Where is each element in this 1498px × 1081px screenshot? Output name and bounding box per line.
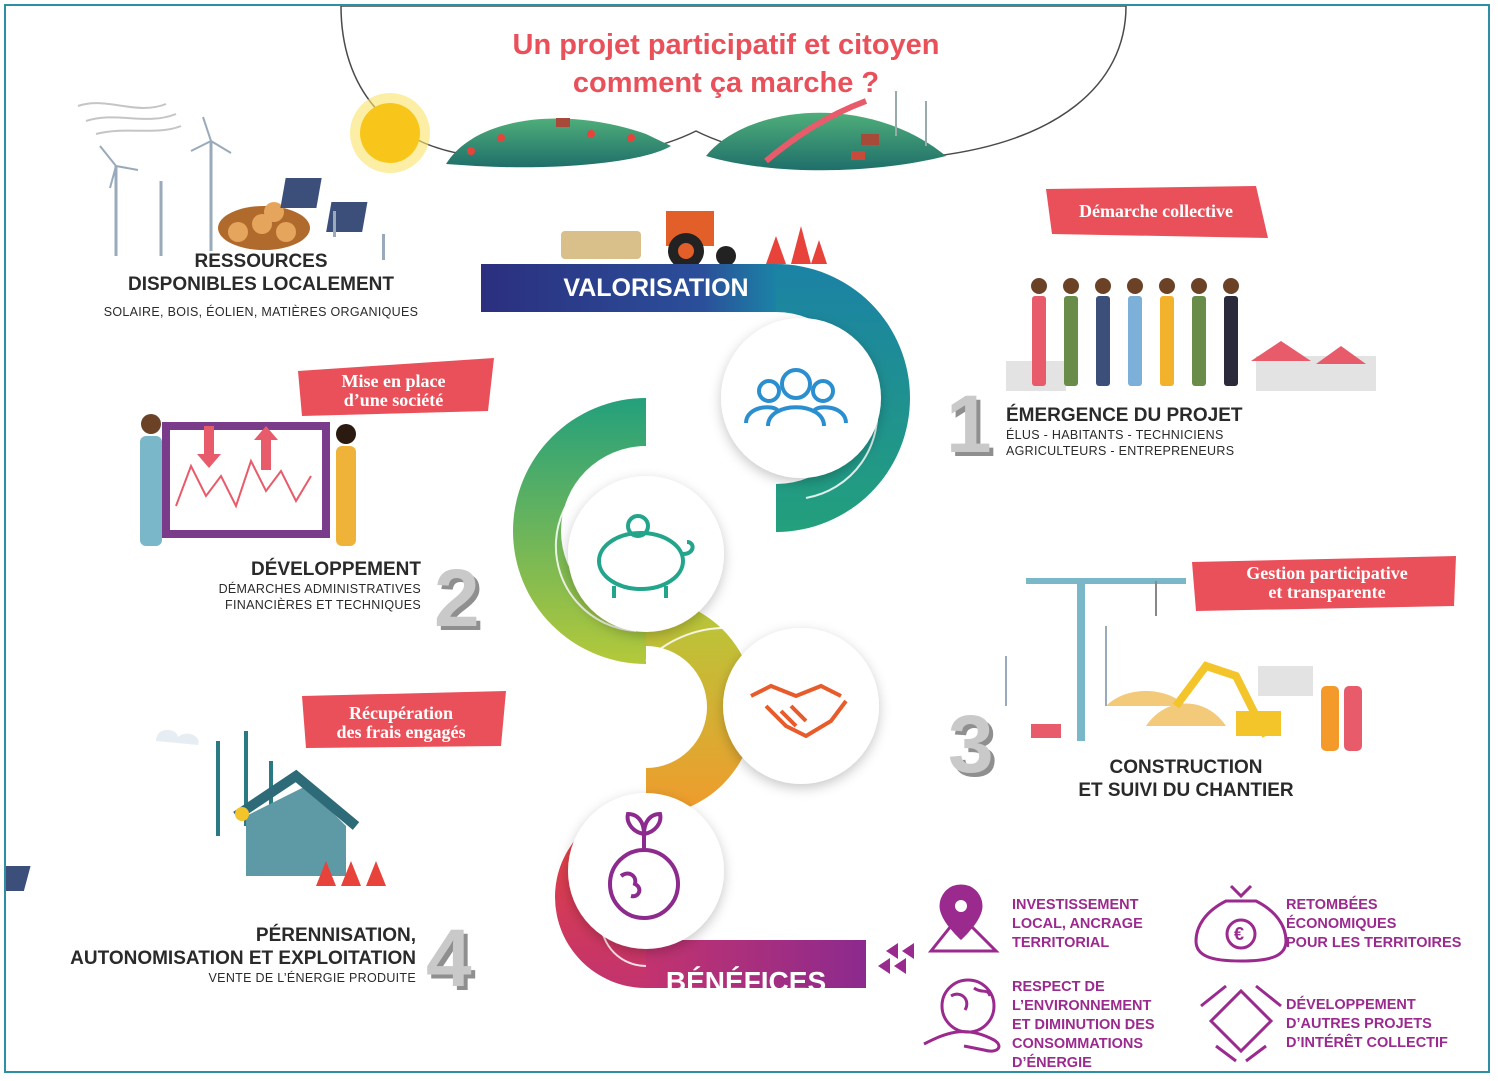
planet-sprout-icon xyxy=(608,811,680,920)
step4-tag: Récupération des frais engagés xyxy=(306,704,496,742)
sun-icon xyxy=(350,93,430,173)
resources-block: RESSOURCES DISPONIBLES LOCALEMENT SOLAIR… xyxy=(86,250,436,320)
title-line2: comment ça marche ? xyxy=(572,67,880,99)
step1-title: ÉMERGENCE DU PROJET xyxy=(1006,405,1243,426)
step1-number: 1 xyxy=(946,379,992,470)
step4-circle xyxy=(568,793,724,949)
step3-title-line2: ET SUIVI DU CHANTIER xyxy=(1078,780,1294,801)
tag-banners xyxy=(298,186,1456,748)
development-illustration xyxy=(140,414,356,546)
step2-tag-line1: Mise en place xyxy=(341,371,446,391)
benefit2-line3: POUR LES TERRITOIRES xyxy=(1286,935,1462,951)
benefit2-line2: ÉCONOMIQUES xyxy=(1286,916,1397,932)
stacked-hands-icon xyxy=(1200,984,1282,1063)
step3-title-line1: CONSTRUCTION xyxy=(1109,757,1263,778)
exploitation-illustration xyxy=(6,729,386,891)
step4-tag-line1: Récupération xyxy=(349,703,453,723)
step2-circle xyxy=(568,476,724,632)
benefit2-line1: RETOMBÉES xyxy=(1286,897,1378,913)
benefices-label: BÉNÉFICES xyxy=(665,966,827,997)
benefit4-line2: D’AUTRES PROJETS xyxy=(1286,1016,1432,1032)
svg-text:€: € xyxy=(1234,924,1244,944)
benefit-other-projects: DÉVELOPPEMENT D’AUTRES PROJETS D’INTÉRÊT… xyxy=(1286,996,1448,1053)
benefit3-line1: RESPECT DE xyxy=(1012,979,1105,995)
people-illustration xyxy=(1006,278,1376,391)
resources-title-line2: DISPONIBLES LOCALEMENT xyxy=(127,274,394,295)
step1-tag: Démarche collective xyxy=(1078,201,1234,221)
benefit-local-investment: INVESTISSEMENT LOCAL, ANCRAGE TERRITORIA… xyxy=(1012,896,1143,953)
earth-hand-icon xyxy=(923,978,1001,1053)
step3-number: 3 xyxy=(948,699,994,790)
benefit1-line3: TERRITORIAL xyxy=(1012,935,1110,951)
step1-sub-line2: AGRICULTEURS - ENTREPRENEURS xyxy=(1006,444,1235,458)
resources-illustration xyxy=(77,102,385,260)
step4-title-line2: AUTONOMISATION ET EXPLOITATION xyxy=(70,948,416,969)
tractor-illustration xyxy=(561,211,827,269)
piggy-bank-icon xyxy=(597,514,695,598)
step3-tag-line2: et transparente xyxy=(1268,582,1386,602)
resources-title-line1: RESSOURCES xyxy=(194,251,328,272)
step2-text: DÉVELOPPEMENT DÉMARCHES ADMINISTRATIVES … xyxy=(106,558,421,613)
step3-text: CONSTRUCTION ET SUIVI DU CHANTIER xyxy=(1036,756,1336,802)
step2-number: 2 xyxy=(434,553,480,644)
benefit1-line1: INVESTISSEMENT xyxy=(1012,897,1139,913)
step3-tag-line1: Gestion participative xyxy=(1246,563,1408,583)
benefit3-line5: D’ÉNERGIE xyxy=(1012,1055,1092,1071)
resources-subtitle: SOLAIRE, BOIS, ÉOLIEN, MATIÈRES ORGANIQU… xyxy=(103,305,419,319)
step2-sub-line1: DÉMARCHES ADMINISTRATIVES xyxy=(218,582,421,596)
step4-tag-line2: des frais engagés xyxy=(336,722,466,742)
step4-title-line1: PÉRENNISATION, xyxy=(255,925,416,946)
handshake-icon xyxy=(750,683,848,739)
step3-tag: Gestion participative et transparente xyxy=(1202,564,1452,602)
benefit-environment: RESPECT DE L’ENVIRONNEMENT ET DIMINUTION… xyxy=(1012,978,1155,1071)
benefit1-line2: LOCAL, ANCRAGE xyxy=(1012,916,1143,932)
benefits-chevron-icon xyxy=(878,943,914,974)
step2-tag: Mise en place d’une société xyxy=(306,372,481,410)
map-pin-icon xyxy=(927,884,1000,953)
step4-subtitle: VENTE DE L’ÉNERGIE PRODUITE xyxy=(208,971,416,985)
benefit-economic: RETOMBÉES ÉCONOMIQUES POUR LES TERRITOIR… xyxy=(1286,896,1461,953)
hills-landscape xyxy=(446,91,946,171)
step1-text: ÉMERGENCE DU PROJET ÉLUS - HABITANTS - T… xyxy=(1006,404,1336,459)
step1-sub-line1: ÉLUS - HABITANTS - TECHNICIENS xyxy=(1006,428,1224,442)
benefit3-line4: CONSOMMATIONS xyxy=(1012,1036,1144,1052)
construction-illustration xyxy=(1005,578,1362,751)
step1-circle xyxy=(721,318,881,478)
step2-title: DÉVELOPPEMENT xyxy=(251,559,421,580)
step3-circle xyxy=(723,628,879,784)
benefit4-line3: D’INTÉRÊT COLLECTIF xyxy=(1286,1035,1448,1051)
benefit3-line2: L’ENVIRONNEMENT xyxy=(1012,998,1152,1014)
step4-text: PÉRENNISATION, AUTONOMISATION ET EXPLOIT… xyxy=(16,924,416,986)
infographic-frame: € Un projet participatif et citoyen comm… xyxy=(4,4,1490,1073)
benefit4-line1: DÉVELOPPEMENT xyxy=(1286,997,1416,1013)
money-bag-icon: € xyxy=(1194,884,1288,963)
title-line1: Un projet participatif et citoyen xyxy=(512,29,940,61)
step4-number: 4 xyxy=(426,913,472,1004)
valorisation-label: VALORISATION xyxy=(563,274,749,302)
step2-tag-line2: d’une société xyxy=(343,390,444,410)
page-title: Un projet participatif et citoyen commen… xyxy=(426,26,1026,102)
people-group-icon xyxy=(744,368,848,427)
illustration-layer: € xyxy=(6,6,1456,1063)
step2-sub-line2: FINANCIÈRES ET TECHNIQUES xyxy=(225,598,421,612)
benefit3-line3: ET DIMINUTION DES xyxy=(1012,1017,1155,1033)
